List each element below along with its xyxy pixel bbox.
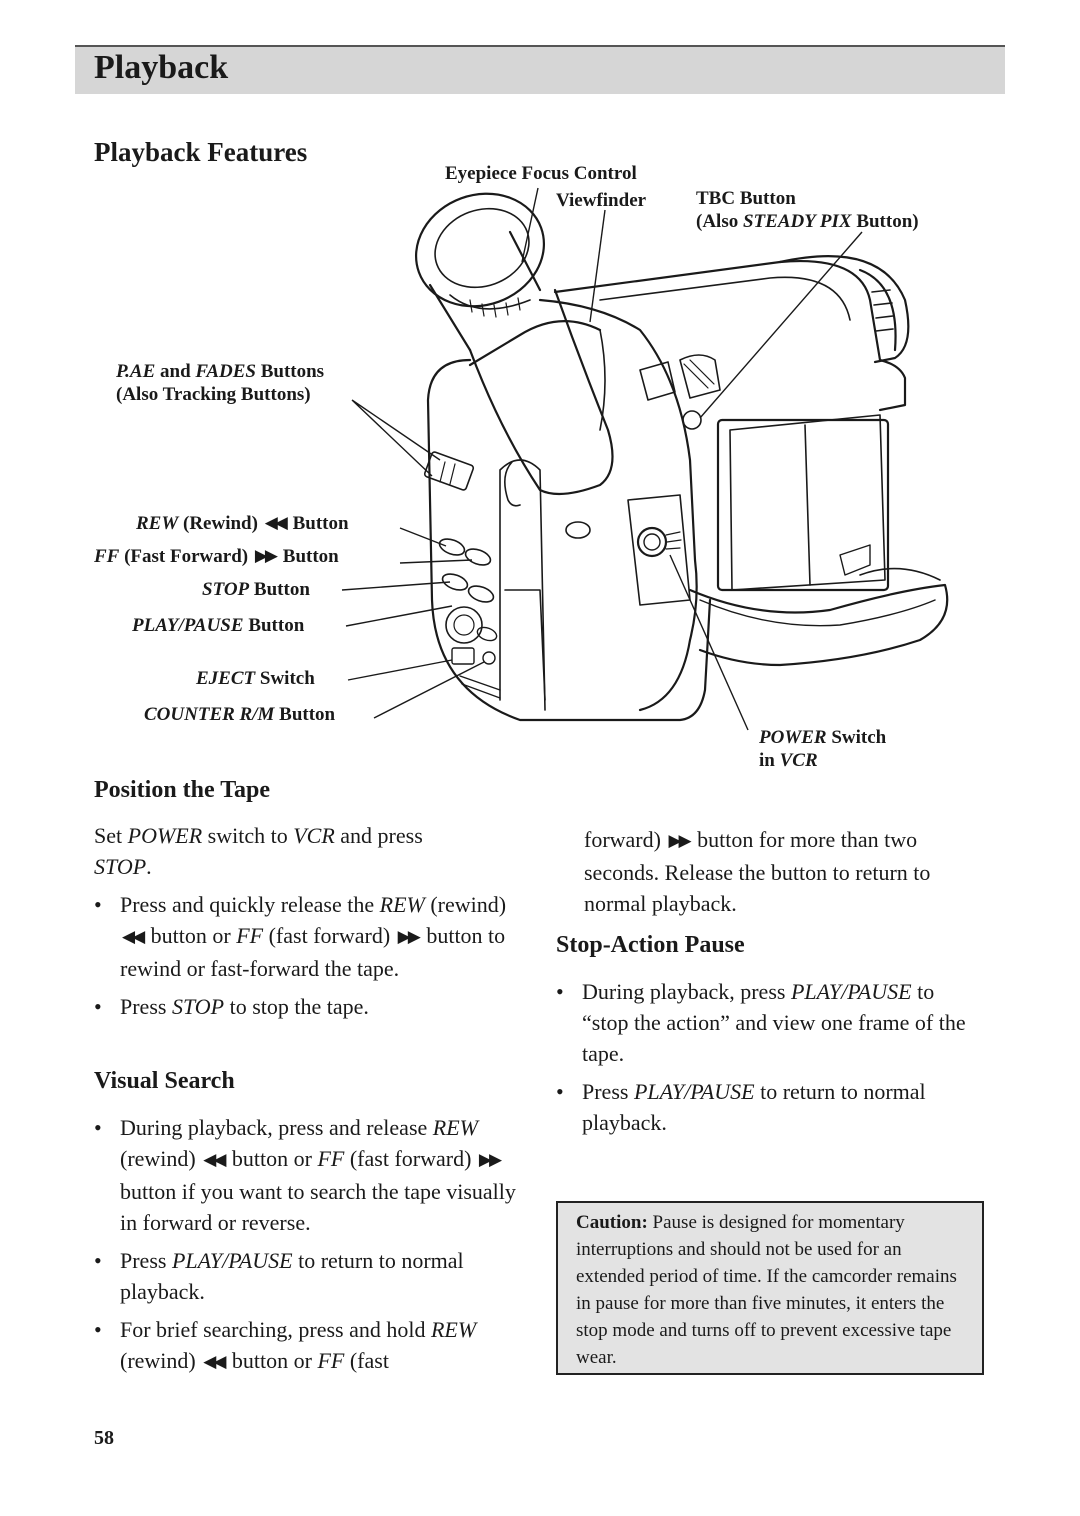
label-viewfinder: Viewfinder xyxy=(556,190,647,211)
leader-viewfinder xyxy=(589,209,606,323)
label-stop-button: STOP Button xyxy=(202,579,310,600)
eyepiece-cup xyxy=(414,192,546,308)
camera-body-outline xyxy=(426,358,712,722)
camera-top xyxy=(553,260,907,412)
viewfinder-tube xyxy=(468,288,614,496)
caution-text: Pause is designed for momentary interrup… xyxy=(576,1212,957,1368)
label-rew-button: REW (Rewind) ◀◀ Button xyxy=(136,513,349,534)
label-eyepiece-focus: Eyepiece Focus Control xyxy=(445,163,637,184)
section-title: Playback Features xyxy=(94,137,308,167)
list-item: Press PLAY/PAUSE to return to normal pla… xyxy=(556,1076,986,1138)
stop-action-list: During playback, press PLAY/PAUSE to “st… xyxy=(556,976,986,1145)
position-tape-list: Press and quickly release the REW (rewin… xyxy=(94,889,514,1029)
caution-label: Caution: xyxy=(576,1212,648,1233)
visual-search-list: During playback, press and release REW (… xyxy=(94,1112,524,1385)
leader-power xyxy=(669,554,749,731)
list-item: During playback, press PLAY/PAUSE to “st… xyxy=(556,976,986,1069)
lcd-screen xyxy=(716,418,890,592)
page-number: 58 xyxy=(94,1427,114,1449)
header-bar xyxy=(75,45,1005,94)
list-item: During playback, press and release REW (… xyxy=(94,1112,524,1238)
list-item: Press PLAY/PAUSE to return to normal pla… xyxy=(94,1245,524,1307)
leader-eyepiece xyxy=(521,187,539,263)
visual-search-continued: forward) ▶▶ button for more than two sec… xyxy=(584,827,931,916)
list-item: For brief searching, press and hold REW … xyxy=(94,1314,524,1378)
leader-ff xyxy=(399,559,473,564)
label-play-pause-button: PLAY/PAUSE Button xyxy=(132,615,305,636)
label-ff-button: FF (Fast Forward) ▶▶ Button xyxy=(94,546,339,567)
leader-pae xyxy=(351,399,441,477)
label-counter-button: COUNTER R/M Button xyxy=(144,704,336,725)
heading-position-tape: Position the Tape xyxy=(94,777,271,803)
leader-counter xyxy=(373,661,485,719)
leader-play xyxy=(345,605,453,627)
label-tbc-button: TBC Button (Also STEADY PIX Button) xyxy=(696,188,919,232)
leader-tbc xyxy=(699,231,863,419)
list-item: Press and quickly release the REW (rewin… xyxy=(94,889,514,984)
lens-barrel xyxy=(778,255,910,364)
leader-stop xyxy=(341,581,451,591)
list-item: Press STOP to stop the tape. xyxy=(94,991,514,1022)
page-header-title: Playback xyxy=(94,49,229,86)
label-pae-fades: P.AE and FADES Buttons (Also Tracking Bu… xyxy=(116,361,325,405)
heading-visual-search: Visual Search xyxy=(94,1068,235,1094)
hand-strap xyxy=(688,583,949,667)
power-dial xyxy=(636,526,668,558)
leader-rew xyxy=(399,527,447,547)
heading-stop-action: Stop-Action Pause xyxy=(556,932,745,958)
leader-eject xyxy=(347,659,453,681)
label-power-switch: POWER Switch in VCR xyxy=(759,727,887,771)
label-eject-switch: EJECT Switch xyxy=(196,668,315,689)
position-tape-intro: Set POWER switch to VCR and press STOP. xyxy=(94,823,423,879)
camcorder-illustration xyxy=(341,187,949,731)
caution-box: Caution: Pause is designed for momentary… xyxy=(556,1201,984,1375)
